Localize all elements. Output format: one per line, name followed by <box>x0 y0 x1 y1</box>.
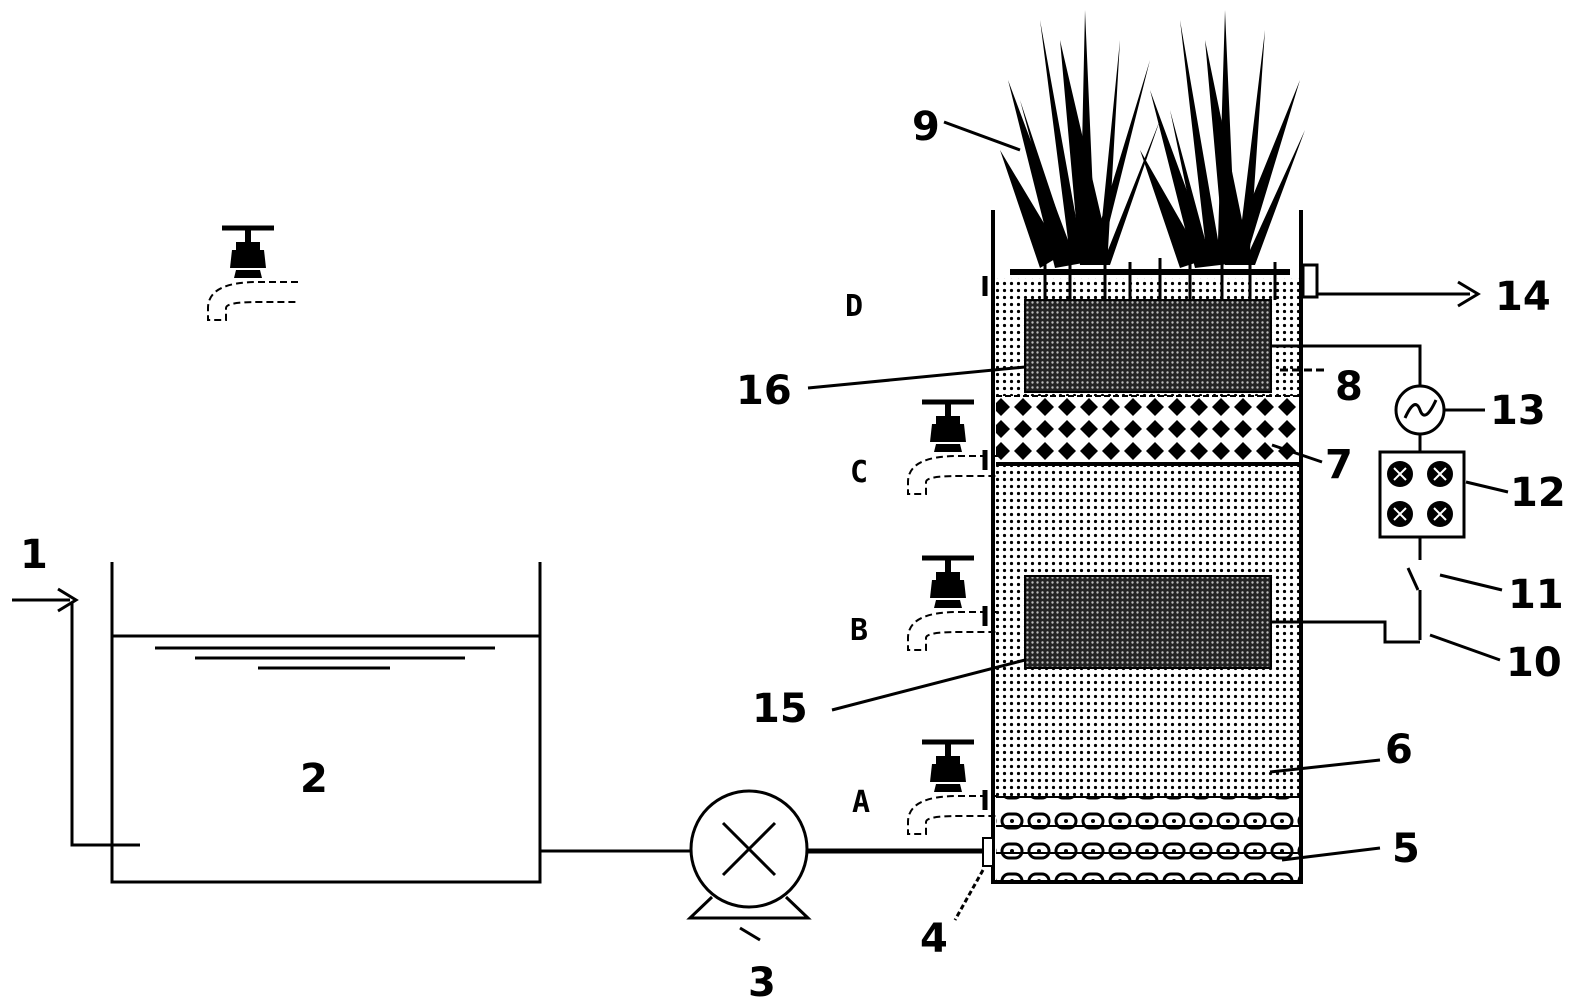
label-outlet-pipe: 10 <box>1506 640 1562 686</box>
label-switch: 11 <box>1508 572 1564 618</box>
sampling-tap-c[interactable] <box>908 402 998 494</box>
label-tap-a: A <box>852 785 870 820</box>
external-circuit <box>1271 344 1446 644</box>
resistor-box <box>1378 450 1466 539</box>
label-pump: 3 <box>748 960 776 1006</box>
sampling-tap-b[interactable] <box>908 558 998 650</box>
plants <box>1000 10 1305 268</box>
label-upper-media: 8 <box>1335 364 1363 410</box>
label-meter: 13 <box>1490 388 1546 434</box>
label-load-box: 12 <box>1510 470 1566 516</box>
label-tap-c: C <box>850 455 868 490</box>
plant-bed <box>1010 258 1290 300</box>
label-cathode: 16 <box>736 368 792 414</box>
inlet-valve <box>982 837 994 867</box>
effluent-port <box>1301 263 1319 299</box>
label-tank: 2 <box>300 756 328 802</box>
label-anode: 15 <box>752 686 808 732</box>
label-effluent: 14 <box>1495 274 1551 320</box>
label-middle-media: 7 <box>1325 442 1353 488</box>
label-tap-b: B <box>850 613 868 648</box>
label-plants: 9 <box>912 104 940 150</box>
anode <box>1024 575 1272 669</box>
label-tap-d: D <box>845 289 863 324</box>
label-lower-media: 6 <box>1385 727 1413 773</box>
water-tank <box>110 562 542 884</box>
label-inlet-valve: 4 <box>920 916 948 962</box>
sampling-tap-a[interactable] <box>908 742 998 834</box>
cathode <box>1024 299 1272 393</box>
label-inlet: 1 <box>20 532 48 578</box>
pump <box>686 789 812 920</box>
label-gravel-layer: 5 <box>1392 826 1420 872</box>
inlet-pipe <box>12 587 140 847</box>
sampling-tap-d[interactable] <box>208 228 298 320</box>
